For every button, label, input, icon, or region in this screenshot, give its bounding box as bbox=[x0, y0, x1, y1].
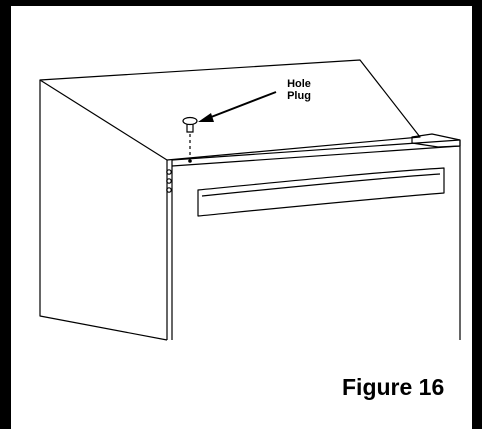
callout-arrow bbox=[198, 91, 277, 122]
hole-plug bbox=[182, 116, 198, 133]
hinge-block bbox=[411, 133, 461, 148]
hole-plug-cap bbox=[182, 116, 198, 126]
border-top bbox=[0, 0, 482, 6]
door-handle-inner bbox=[201, 173, 441, 197]
cabinet bbox=[39, 59, 461, 341]
hinge-screw-3 bbox=[166, 187, 172, 193]
border-right bbox=[472, 0, 482, 429]
front-top-edge bbox=[171, 139, 461, 161]
target-hole bbox=[188, 159, 192, 163]
door-handle bbox=[197, 167, 445, 217]
cabinet-top bbox=[39, 59, 421, 161]
hole-plug-label-line1: Hole bbox=[287, 78, 311, 90]
hinge-screw-2 bbox=[166, 178, 172, 184]
hinge-screw-1 bbox=[166, 169, 172, 175]
border-left bbox=[0, 0, 11, 429]
hole-plug-label-line2: Plug bbox=[287, 90, 311, 102]
front-top-edge-2 bbox=[171, 145, 461, 167]
hole-plug-label: Hole Plug bbox=[276, 78, 322, 102]
hole-plug-stem bbox=[186, 124, 194, 133]
cabinet-left-side bbox=[39, 80, 168, 341]
figure-caption: Figure 16 bbox=[342, 374, 445, 400]
